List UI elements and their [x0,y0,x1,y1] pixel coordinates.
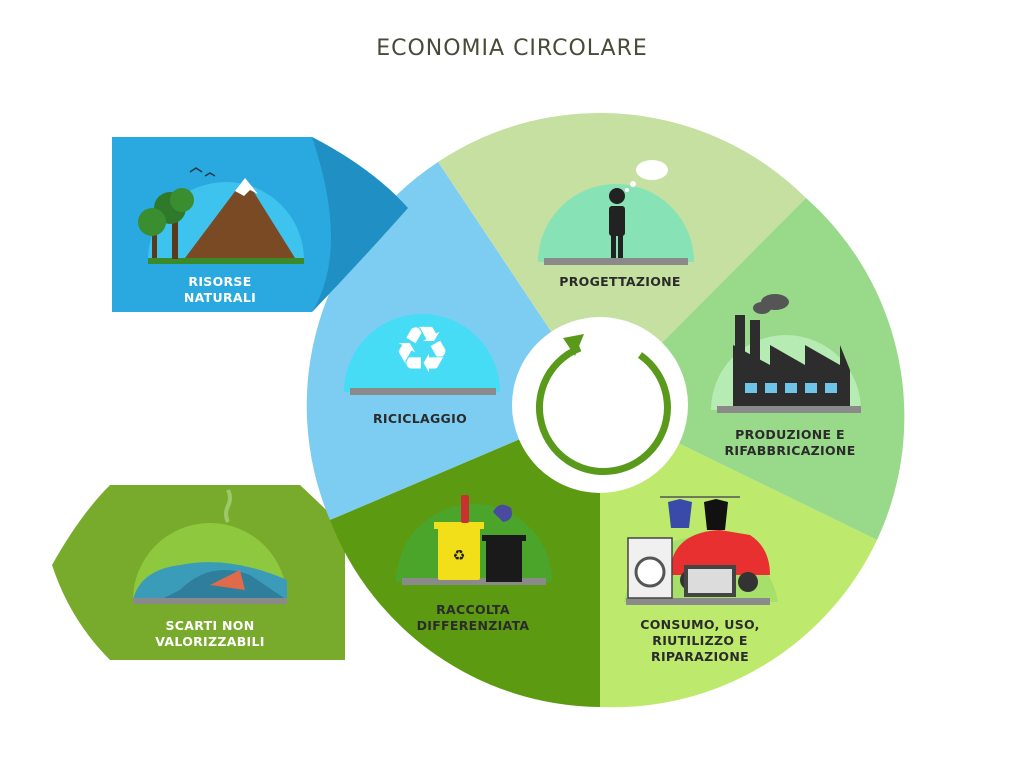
svg-text:♻: ♻ [453,547,466,563]
label-riciclaggio: RICICLAGGIO [372,411,467,426]
recycle-bins-icon: ♻ [396,495,552,585]
landfill-icon [133,489,287,604]
recycle-symbol-icon: ♻ [344,314,500,395]
label-raccolta: RACCOLTA DIFFERENZIATA [416,602,530,633]
risorse-arrow-shade [312,137,408,312]
thinking-person-icon [538,160,694,265]
factory-icon [711,294,861,413]
label-consumo: CONSUMO, USO, RIUTILIZZO E RIPARAZIONE [640,617,760,664]
label-scarti: SCARTI NON VALORIZZABILI [155,618,265,649]
label-produzione: PRODUZIONE E RIFABBRICAZIONE [724,427,856,458]
svg-text:♻: ♻ [393,314,450,386]
cycle-arrow-icon [536,344,671,475]
page-title: ECONOMIA CIRCOLARE [376,36,648,61]
label-risorse-naturali: RISORSE NATURALI [183,274,257,305]
cycle-arrow-head-icon [563,334,584,356]
label-progettazione: PROGETTAZIONE [559,274,681,289]
appliances-car-icon [624,496,778,605]
mountain-trees-icon [138,167,304,264]
